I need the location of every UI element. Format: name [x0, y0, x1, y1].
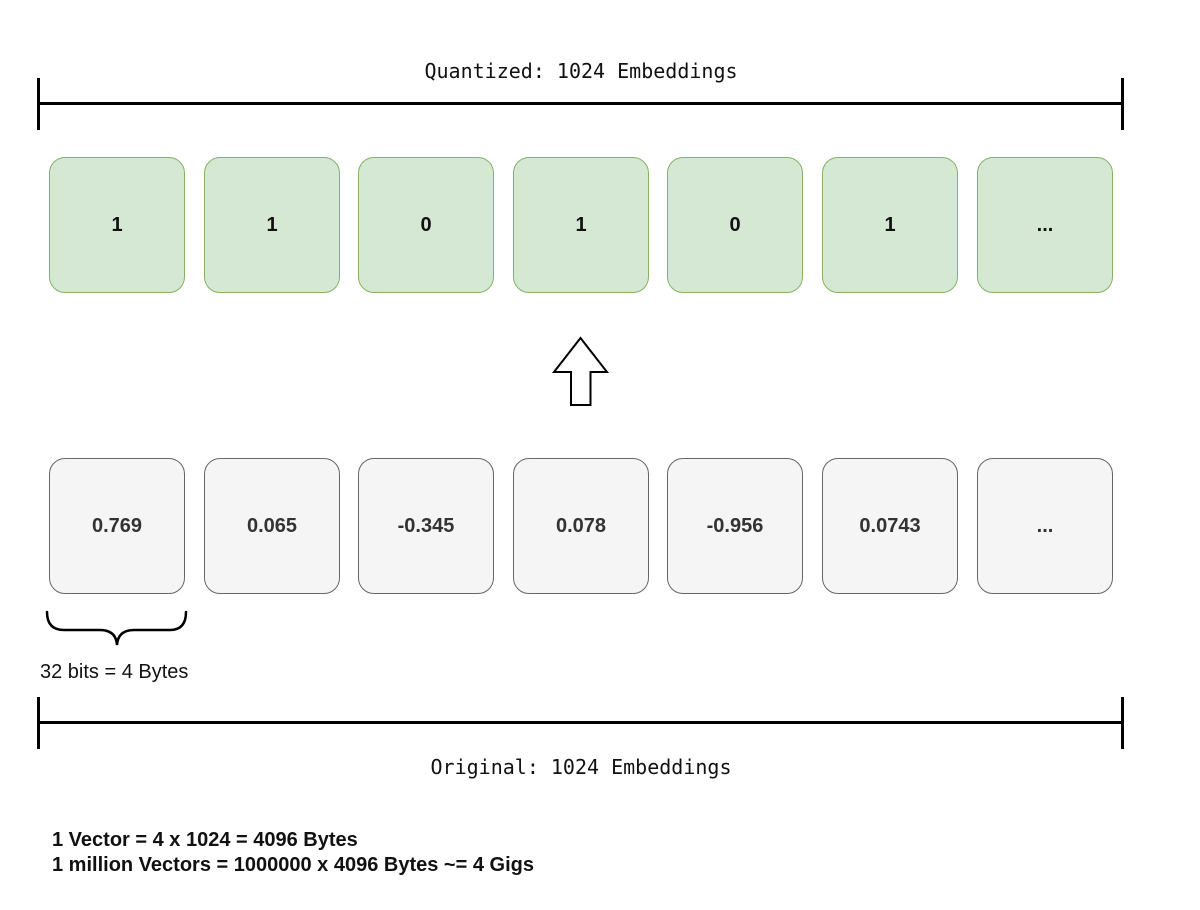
original-span-label: Original: 1024 Embeddings	[430, 755, 732, 779]
quantized-cell: 1	[513, 157, 649, 293]
quantized-span-line	[38, 102, 1124, 105]
quantized-cell: 1	[204, 157, 340, 293]
bits-per-value-label: 32 bits = 4 Bytes	[40, 661, 189, 683]
original-cell: 0.769	[49, 458, 185, 594]
original-cell: 0.065	[204, 458, 340, 594]
original-cell: 0.0743	[822, 458, 958, 594]
vector-size-note: 1 Vector = 4 x 1024 = 4096 Bytes	[52, 829, 358, 851]
quantized-cell-ellipsis: ...	[977, 157, 1113, 293]
original-span-line	[38, 721, 1124, 724]
quantized-cell: 0	[667, 157, 803, 293]
quantized-span-left-tick	[37, 78, 40, 130]
quantized-cell: 1	[49, 157, 185, 293]
quantized-cell: 1	[822, 157, 958, 293]
original-cell-ellipsis: ...	[977, 458, 1113, 594]
original-cell: 0.078	[513, 458, 649, 594]
original-span-right-tick	[1121, 697, 1124, 749]
original-cell: -0.956	[667, 458, 803, 594]
up-arrow-icon	[551, 336, 610, 406]
million-vectors-note: 1 million Vectors = 1000000 x 4096 Bytes…	[52, 854, 534, 876]
storage-notes: 1 Vector = 4 x 1024 = 4096 Bytes 1 milli…	[52, 828, 534, 878]
quantized-span-right-tick	[1121, 78, 1124, 130]
quantized-span-label: Quantized: 1024 Embeddings	[424, 59, 738, 83]
curly-brace-icon	[45, 610, 188, 646]
original-cell: -0.345	[358, 458, 494, 594]
original-span-left-tick	[37, 697, 40, 749]
quantized-cell: 0	[358, 157, 494, 293]
